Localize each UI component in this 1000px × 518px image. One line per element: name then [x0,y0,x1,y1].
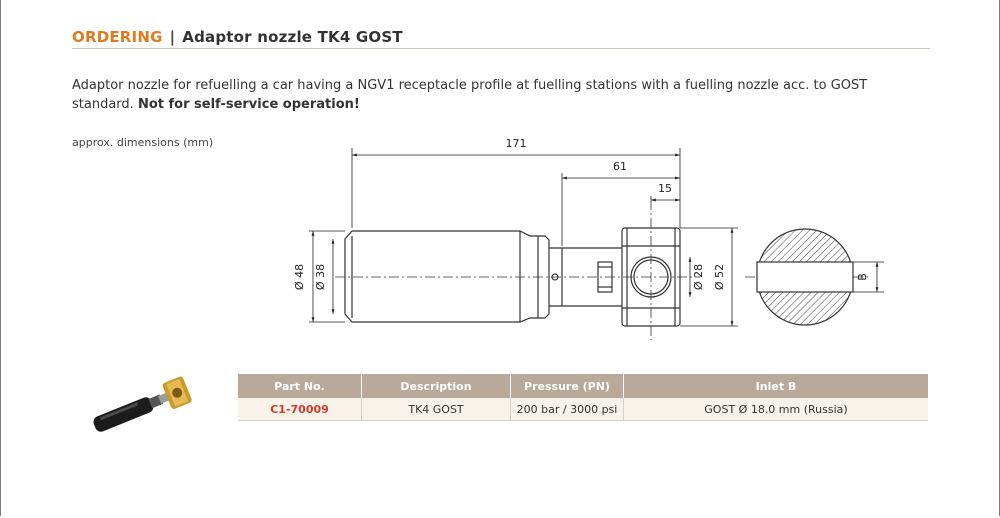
table-row: C1-70009 TK4 GOST 200 bar / 3000 psi GOS… [238,398,928,421]
dim-diameter-48: Ø 48 [293,264,306,290]
header-separator: | [169,28,176,46]
header-rule [72,48,930,49]
dim-diameter-52: Ø 52 [713,264,726,290]
col-description: Description [361,374,511,398]
product-photo [93,376,192,432]
col-part-no: Part No. [238,374,362,398]
parts-table: Part No. Description Pressure (PN) Inlet… [238,374,928,421]
section-header: ORDERING | Adaptor nozzle TK4 GOST [72,28,403,46]
product-description: Adaptor nozzle for refuelling a car havi… [72,76,922,114]
part-number-cell: C1-70009 [238,398,362,421]
dim-inlet-b: B [856,273,869,281]
section-label: ORDERING [72,28,163,46]
description-text: Adaptor nozzle for refuelling a car havi… [72,78,868,112]
dimensions-note: approx. dimensions (mm) [72,136,214,149]
col-inlet-b: Inlet B [623,374,928,398]
inlet-cell: GOST Ø 18.0 mm (Russia) [623,398,928,421]
dim-fitting-length: 61 [613,160,627,173]
col-pressure: Pressure (PN) [510,374,624,398]
dim-diameter-28: Ø 28 [692,264,705,290]
description-cell: TK4 GOST [361,398,511,421]
page-title: Adaptor nozzle TK4 GOST [182,28,403,46]
dim-offset: 15 [658,182,672,195]
pressure-cell: 200 bar / 3000 psi [510,398,624,421]
nozzle-side-view [344,227,681,327]
dim-overall-length: 171 [506,137,527,150]
description-warning: Not for self-service operation! [137,97,360,112]
table-header-row: Part No. Description Pressure (PN) Inlet… [238,374,928,398]
cross-section-view [756,228,854,326]
dim-diameter-38: Ø 38 [314,264,327,290]
